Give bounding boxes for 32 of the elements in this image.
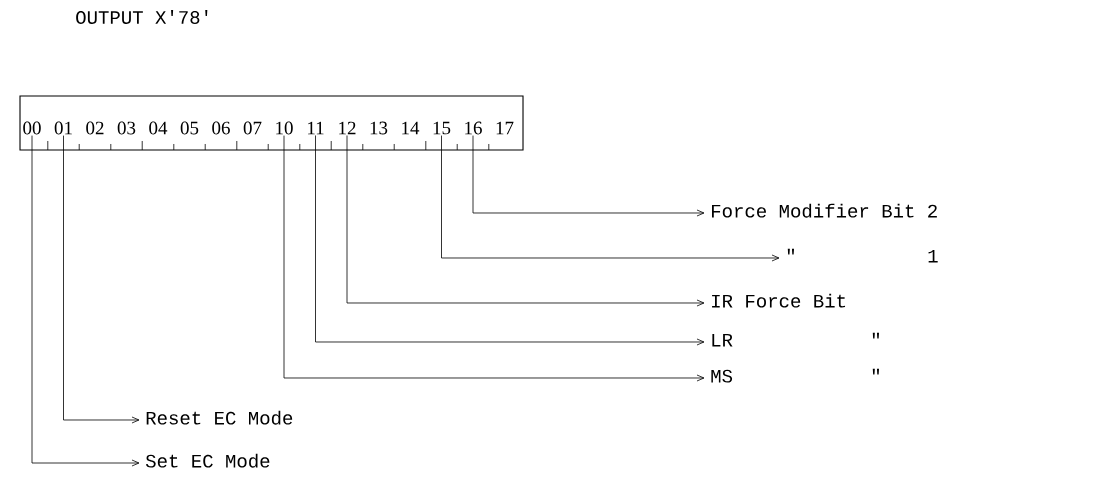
leader-arrow: [346, 135, 705, 307]
bit-number: 04: [149, 121, 168, 135]
bit-number: 15: [433, 121, 451, 135]
bit-number: 05: [180, 121, 199, 135]
bit-label: MS ": [711, 368, 879, 383]
leader-arrow: [31, 135, 140, 467]
bit-number: 06: [212, 121, 230, 135]
bit-number: 03: [117, 121, 136, 135]
bit-number: 11: [308, 121, 324, 135]
title: OUTPUT X'78': [76, 10, 208, 24]
bit-number: 01: [54, 121, 72, 135]
leader-arrow: [441, 135, 780, 262]
bit-number: 12: [339, 121, 356, 135]
bit-number: 16: [465, 121, 482, 135]
bit-label: Set EC Mode: [145, 453, 270, 468]
leader-arrow: [283, 135, 705, 382]
bit-number: 07: [243, 121, 262, 135]
bit-number: 13: [370, 121, 388, 135]
bit-number: 14: [402, 121, 420, 135]
bit-label: " 1: [787, 248, 938, 263]
bit-label: IR Force Bit: [712, 293, 846, 308]
register-box: [19, 95, 524, 151]
bit-number: 17: [496, 121, 514, 135]
leader-arrow: [63, 135, 140, 424]
bit-label: Reset EC Mode: [146, 410, 293, 425]
bit-label: LR ": [712, 332, 879, 347]
leader-arrow: [472, 135, 705, 217]
bit-number: 02: [86, 121, 104, 135]
bit-number: 00: [23, 121, 41, 135]
bit-number: 10: [276, 121, 293, 135]
leader-arrow: [315, 135, 705, 346]
bit-label: Force Modifier Bit 2: [712, 203, 937, 218]
